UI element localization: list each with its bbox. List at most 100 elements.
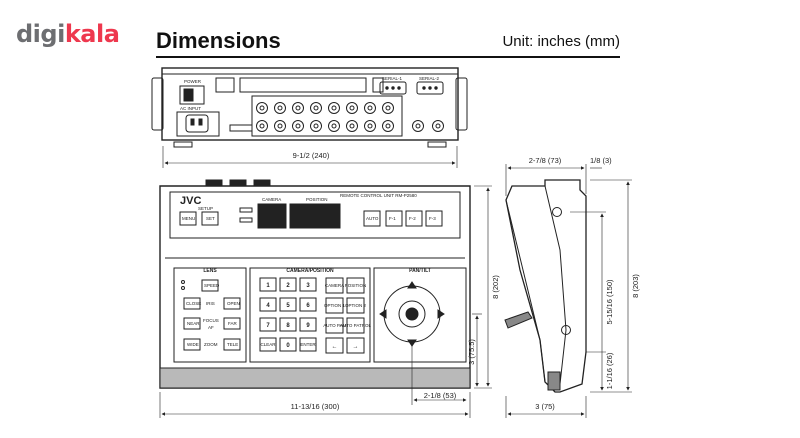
func-key-camera (325, 277, 344, 294)
pan-tilt-section-label: PAN/TILT (409, 268, 431, 274)
lens-section-label: LENS (203, 268, 217, 274)
pan-tilt-section (373, 267, 467, 363)
bnc-connectors-bottom (256, 120, 394, 132)
base-strip (159, 367, 471, 389)
brand-logo-part1: digi (16, 20, 65, 48)
auto-button (363, 210, 381, 227)
serial-2-label: SERIAL-2 (419, 76, 440, 81)
position-display (289, 203, 341, 229)
side-height-dimension (590, 179, 632, 393)
rear-view (151, 67, 468, 148)
bnc-connectors-top (256, 102, 394, 114)
func-label-auto-pan: AUTO PAN (323, 323, 346, 328)
lens-section (173, 267, 247, 363)
side-top-lip-label: 1/8 (3) (590, 156, 612, 165)
side-base-rubber (547, 371, 561, 391)
f3-key-label: F-3 (429, 216, 436, 221)
brand-logo-part2: kala (64, 20, 120, 48)
func-key-option-2 (346, 297, 365, 314)
terminal-block (215, 77, 384, 93)
dip-switch (229, 124, 253, 132)
auto-key-label: AUTO (366, 216, 379, 221)
side-joystick-height-dimension (570, 211, 606, 391)
brand-logo: digikala (16, 20, 120, 48)
side-profile (505, 179, 587, 393)
af-label: AF (208, 325, 214, 330)
lens-close-button (183, 297, 201, 310)
lens-speed-label: SPEED (204, 283, 220, 288)
power-label: POWER (184, 79, 202, 84)
video-connector-panel (251, 95, 403, 137)
numpad-label-2: 2 (286, 283, 290, 289)
zoom-label: ZOOM (204, 342, 218, 347)
lens-far-label: FAR (228, 321, 238, 326)
rear-foot-left (173, 141, 193, 148)
numpad-label-enter: ENTER (300, 342, 316, 347)
side-joystick-height-label: 5-15/16 (150) (605, 279, 614, 325)
numpad-label-5: 5 (286, 303, 290, 309)
func-label-left: ← (332, 344, 338, 350)
lower-height-dimension (472, 313, 482, 387)
monitor-connectors (412, 120, 444, 132)
rear-foot-right (427, 141, 447, 148)
front-width-label: 11-13/16 (300) (291, 402, 340, 411)
camera-display (257, 203, 287, 229)
side-top-width-dimension (505, 164, 587, 196)
numpad-label-6: 6 (306, 303, 310, 309)
func-key-option-1 (325, 297, 344, 314)
rear-right-bracket (455, 77, 468, 131)
rear-width-dimension (162, 146, 458, 168)
serial-1-port (379, 81, 407, 95)
position-display-label: POSITION (306, 197, 328, 202)
numpad-key-2 (279, 277, 297, 292)
front-view (159, 179, 471, 389)
jvc-label: JVC (180, 195, 201, 207)
numpad-key-9 (299, 317, 317, 332)
side-joystick (504, 311, 533, 329)
side-depth-label: 3 (75) (535, 402, 555, 411)
func-key-position (346, 277, 365, 294)
lens-open-label: OPEN (227, 301, 240, 306)
numpad-key-8 (279, 317, 297, 332)
numpad-key-5 (279, 297, 297, 312)
func-label-right: → (353, 344, 359, 350)
numpad-label-0: 0 (286, 343, 290, 349)
led-1 (239, 207, 253, 213)
lens-open-button (223, 297, 241, 310)
camera-position-section-label: CAMERA/POSITION (286, 268, 334, 274)
serial-1-label: SERIAL-1 (382, 76, 403, 81)
page-title: Dimensions (156, 28, 281, 53)
title-divider (156, 56, 620, 58)
lens-wide-button (183, 338, 201, 351)
lens-far-button (223, 317, 241, 330)
rear-left-bracket (151, 77, 164, 131)
numpad-label-4: 4 (266, 303, 270, 309)
f1-button (385, 210, 403, 227)
func-label-position: POSITION (345, 283, 367, 288)
numpad-label-9: 9 (306, 323, 310, 329)
camera-position-section (249, 267, 371, 363)
side-top-width-label: 2-7/8 (73) (529, 156, 562, 165)
lens-wide-label: WIDE (187, 342, 199, 347)
func-key-auto-pan (325, 317, 344, 334)
side-screw-bottom (561, 325, 571, 335)
focus-label: FOCUS (203, 318, 219, 323)
numpad-label-1: 1 (266, 283, 270, 289)
joystick-offset-dimension (411, 345, 467, 405)
menu-button (179, 211, 197, 226)
side-height-label: 8 (203) (631, 274, 640, 298)
side-view (504, 179, 587, 393)
lens-near-button (183, 317, 201, 330)
numpad-key-3 (299, 277, 317, 292)
model-label: REMOTE CONTROL UNIT RM-P2580 (340, 193, 417, 198)
ac-input-label: AC INPUT (180, 106, 201, 111)
set-button (201, 211, 219, 226)
power-switch (179, 85, 205, 105)
side-base-label: 1-1/16 (26) (605, 352, 614, 389)
numpad-key-7 (259, 317, 277, 332)
setup-label: SETUP (198, 206, 213, 211)
lens-speed-button (201, 279, 219, 292)
f2-button (405, 210, 423, 227)
func-label-camera: CAMERA (325, 283, 344, 288)
